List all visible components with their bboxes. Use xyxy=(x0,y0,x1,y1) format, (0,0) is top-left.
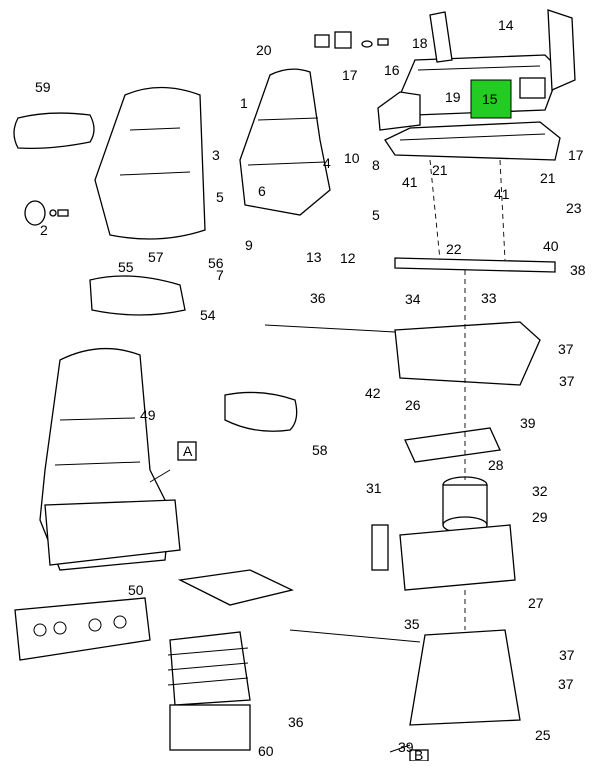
callout-37: 37 xyxy=(559,373,575,389)
callout-56: 56 xyxy=(208,255,224,271)
callout-5: 5 xyxy=(372,207,380,223)
callout-39: 39 xyxy=(520,415,536,431)
knob-2 xyxy=(24,200,69,226)
callout-7: 7 xyxy=(216,267,224,283)
view-marker-label-b: B xyxy=(414,747,423,761)
callout-40: 40 xyxy=(543,238,559,254)
callout-34: 34 xyxy=(405,291,421,307)
callout-4: 4 xyxy=(323,155,331,171)
callout-58: 58 xyxy=(312,442,328,458)
callout-highlight: 15 xyxy=(482,91,498,107)
callout-35: 35 xyxy=(404,616,420,632)
bellows-60 xyxy=(167,569,294,751)
rod-36b xyxy=(289,629,421,643)
callout-50: 50 xyxy=(128,582,144,598)
callout-49: 49 xyxy=(140,407,156,423)
callout-36: 36 xyxy=(288,714,304,730)
cushion-54 xyxy=(89,275,186,316)
callout-20: 20 xyxy=(256,42,272,58)
callout-14: 14 xyxy=(498,17,514,33)
hardware-20 xyxy=(314,31,389,49)
callout-2: 2 xyxy=(40,222,48,238)
callout-42: 42 xyxy=(365,385,381,401)
callout-39: 39 xyxy=(398,739,414,755)
callout-32: 32 xyxy=(532,483,548,499)
back-frame-part xyxy=(239,68,331,216)
callout-8: 8 xyxy=(372,157,380,173)
callout-55: 55 xyxy=(118,259,134,275)
rod-36a xyxy=(264,324,396,333)
rail-38 xyxy=(394,257,556,273)
seat-pan-part xyxy=(384,121,561,161)
armrest-59 xyxy=(13,112,95,150)
view-marker-a[interactable] xyxy=(177,441,197,461)
shock-31 xyxy=(371,524,389,571)
callout-60: 60 xyxy=(258,743,274,759)
callout-29: 29 xyxy=(532,509,548,525)
frame-29 xyxy=(399,524,516,591)
callout-5: 5 xyxy=(216,189,224,205)
callout-23: 23 xyxy=(566,200,582,216)
callout-18: 18 xyxy=(412,35,428,51)
callout-37: 37 xyxy=(559,647,575,663)
callout-26: 26 xyxy=(405,397,421,413)
callout-54: 54 xyxy=(200,307,216,323)
bracket-16 xyxy=(377,91,421,131)
callout-16: 16 xyxy=(384,62,400,78)
callout-19: 19 xyxy=(445,89,461,105)
callout-41: 41 xyxy=(402,174,418,190)
spring-32 xyxy=(442,476,488,534)
callout-37: 37 xyxy=(558,341,574,357)
callout-3: 3 xyxy=(212,147,220,163)
view-marker-label-a: A xyxy=(183,443,193,459)
callout-37: 37 xyxy=(558,676,574,692)
callout-31: 31 xyxy=(366,480,382,496)
callout-13: 13 xyxy=(306,249,322,265)
callout-22: 22 xyxy=(446,241,462,257)
link-28 xyxy=(404,427,501,463)
callout-28: 28 xyxy=(488,457,504,473)
callout-59: 59 xyxy=(35,79,51,95)
callout-36: 36 xyxy=(310,290,326,306)
callout-38: 38 xyxy=(570,262,586,278)
callout-41: 41 xyxy=(494,186,510,202)
base-25 xyxy=(409,629,521,726)
callout-6: 6 xyxy=(258,183,266,199)
callout-25: 25 xyxy=(535,727,551,743)
callout-21: 21 xyxy=(432,162,448,178)
callout-17: 17 xyxy=(568,147,584,163)
part-15-highlight[interactable] xyxy=(470,79,512,119)
callout-9: 9 xyxy=(245,237,253,253)
callout-33: 33 xyxy=(481,290,497,306)
callout-27: 27 xyxy=(528,595,544,611)
view-marker-labels: AB xyxy=(183,443,423,763)
callout-17: 17 xyxy=(342,67,358,83)
callout-1: 1 xyxy=(240,95,248,111)
callout-57: 57 xyxy=(148,249,164,265)
back-cushion-part xyxy=(94,86,206,240)
callout-12: 12 xyxy=(340,250,356,266)
callout-10: 10 xyxy=(344,150,360,166)
assembled-seat xyxy=(39,347,181,571)
control-panel-50 xyxy=(14,597,151,661)
armrest-58 xyxy=(224,391,298,432)
callout-21: 21 xyxy=(540,170,556,186)
base-26 xyxy=(394,321,541,386)
